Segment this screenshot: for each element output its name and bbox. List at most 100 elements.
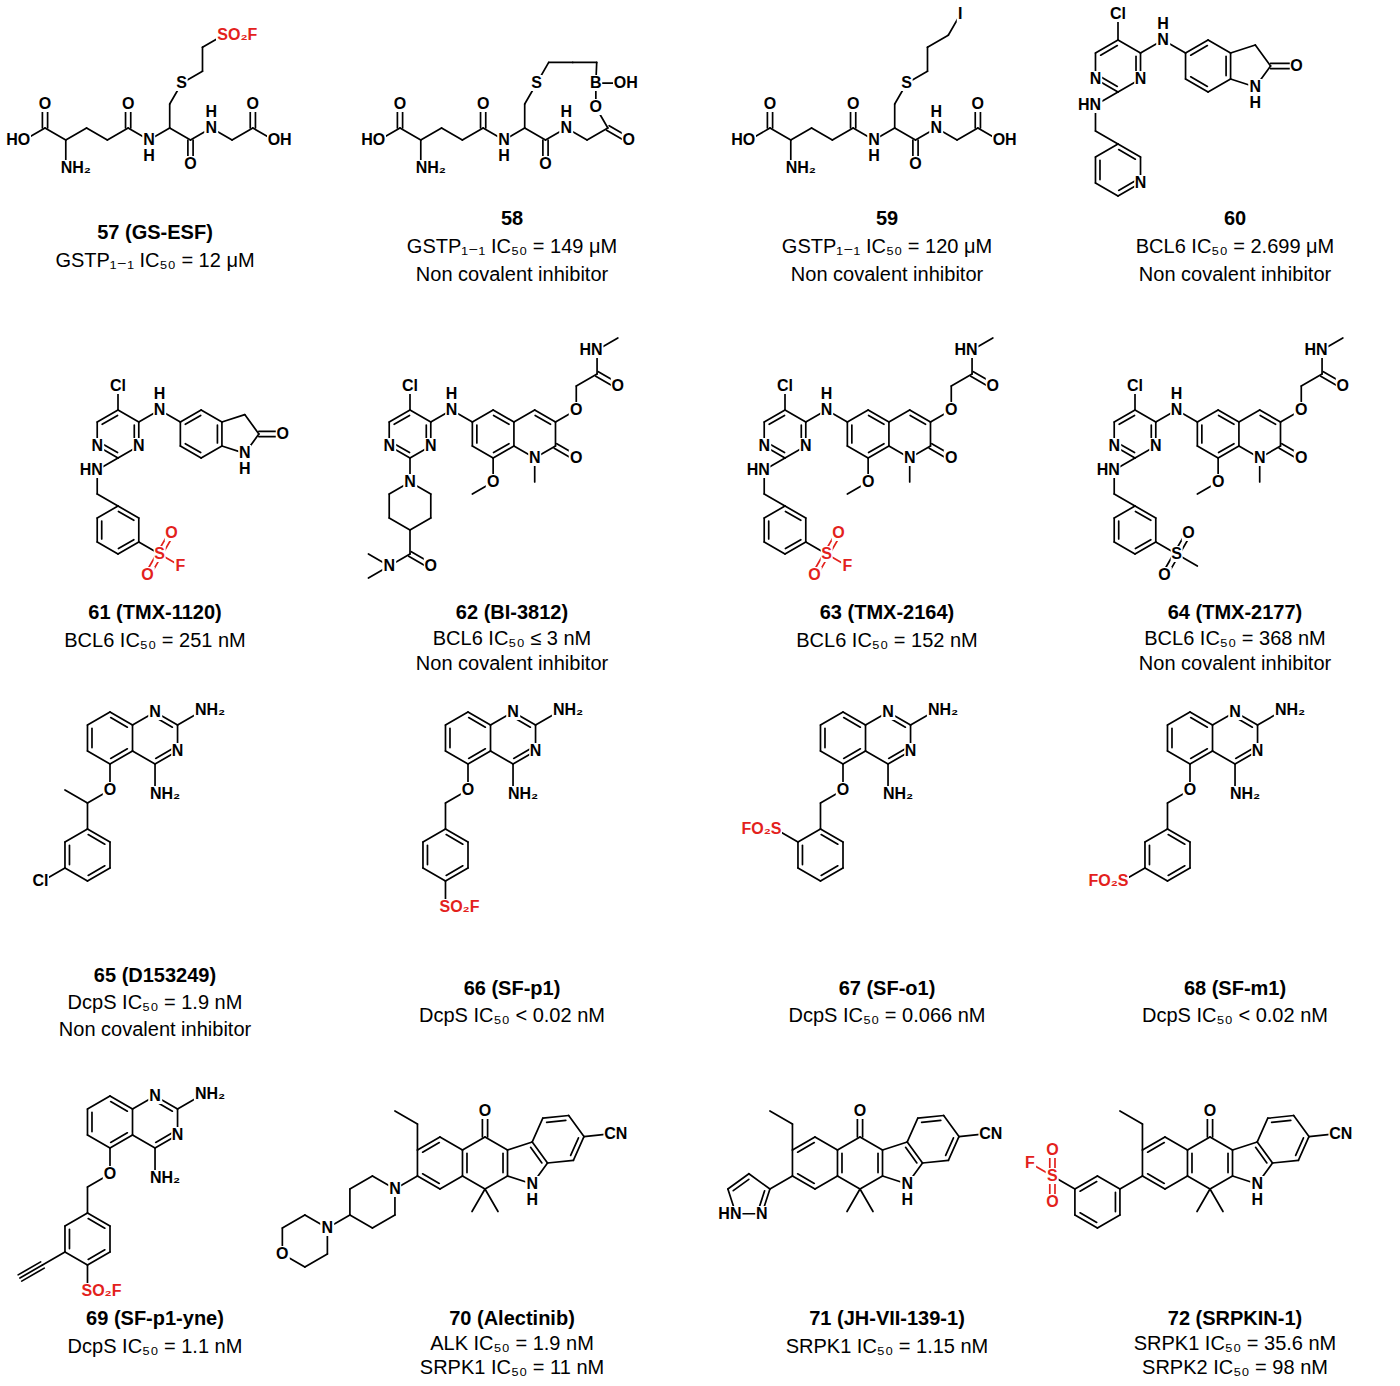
atom-label: H <box>525 1192 539 1208</box>
atom-label: O <box>763 96 777 112</box>
bond-line <box>1213 751 1236 764</box>
atom-label: NH₂ <box>552 702 584 718</box>
atom-label: O <box>1181 525 1195 541</box>
bond-line <box>101 521 103 539</box>
bond-line <box>547 1120 566 1122</box>
bond-line <box>423 868 446 881</box>
atom-label: H <box>497 148 511 164</box>
bond-line <box>837 1137 860 1150</box>
bond-line <box>1097 1176 1120 1189</box>
atom-label: O <box>1157 567 1171 583</box>
bond-line <box>1168 835 1185 845</box>
atom-label: NH₂ <box>927 702 959 718</box>
atom-label: N <box>148 704 162 720</box>
bond-line <box>531 1147 542 1163</box>
atom-label: NH₂ <box>1229 786 1261 802</box>
atom-label: N <box>1149 438 1163 454</box>
bond-line <box>944 1115 959 1136</box>
bond-line <box>733 1179 749 1190</box>
bond-line <box>1148 1174 1165 1184</box>
compound-name: 67 (SF-o1) <box>839 978 936 998</box>
atom-label: OH <box>992 132 1018 148</box>
bond-line <box>1191 749 1208 759</box>
bond-line <box>118 506 139 518</box>
atom-label: NH₂ <box>785 160 817 176</box>
bond-line <box>201 410 222 422</box>
bond-line <box>785 542 806 554</box>
activity-value: Non covalent inhibitor <box>791 264 983 284</box>
atom-label: HN <box>1096 462 1121 478</box>
bond-line <box>118 410 139 422</box>
bond-line <box>87 128 108 140</box>
atom-label: B <box>589 75 603 91</box>
bond-line <box>548 1160 574 1163</box>
atom-label: O <box>164 525 178 541</box>
bond-line <box>1080 1213 1097 1223</box>
bond-line <box>1101 77 1118 87</box>
bond-line <box>927 35 948 47</box>
bond-line <box>42 1252 65 1265</box>
bond-line <box>118 511 133 520</box>
bond-line <box>868 410 889 422</box>
bond-line <box>1167 712 1190 725</box>
atom-label: Cl <box>109 378 127 394</box>
bond-line <box>764 542 785 554</box>
atom-label: N <box>1156 32 1170 48</box>
atom-label: O <box>1045 1194 1059 1210</box>
bond-line <box>576 374 597 386</box>
bond-line <box>882 1150 884 1176</box>
bond-line <box>494 444 509 453</box>
bond-line <box>1114 506 1135 518</box>
bond-line <box>1165 1137 1188 1150</box>
atom-label: O <box>611 378 625 394</box>
bond-line <box>493 446 514 458</box>
atom-label: N <box>903 450 917 466</box>
compound-name: 65 (D153249) <box>94 965 216 985</box>
atom-label: H <box>900 1192 914 1208</box>
atom-label: I <box>957 6 963 22</box>
bond-line <box>1148 1143 1165 1153</box>
bond-line <box>543 1115 569 1118</box>
atom-label: O <box>1203 1103 1217 1119</box>
activity-value: Non covalent inhibitor <box>416 653 608 673</box>
bond-line <box>851 425 853 443</box>
bond-line <box>69 845 71 864</box>
bond-line <box>770 1176 793 1189</box>
bond-line <box>1187 1176 1210 1189</box>
compound-name: 63 (TMX-2164) <box>820 602 955 622</box>
atom-label: H <box>238 461 252 477</box>
bond-line <box>472 410 493 422</box>
bond-line <box>785 506 806 518</box>
bond-line <box>472 422 474 446</box>
bond-line <box>1227 1153 1229 1172</box>
bond-line <box>918 1115 944 1118</box>
atom-label: N <box>497 132 511 148</box>
bond-line <box>96 518 98 542</box>
atom-label: NH₂ <box>194 702 226 718</box>
bond-line <box>860 1176 883 1189</box>
bond-line <box>1268 1115 1294 1118</box>
bond-line <box>1114 542 1135 554</box>
compound-name: 64 (TMX-2177) <box>1168 602 1303 622</box>
atom-label: OH <box>613 75 639 91</box>
atom-label: O <box>1294 450 1308 466</box>
atom-label: HO <box>360 132 386 148</box>
bond-line <box>866 751 889 764</box>
activity-value: Non covalent inhibitor <box>1139 653 1331 673</box>
atom-label: O <box>183 156 197 172</box>
bond-line <box>1095 144 1118 157</box>
bond-line <box>1115 1192 1117 1211</box>
compound-name: 58 <box>501 208 523 228</box>
bond-line <box>922 1120 941 1122</box>
bond-line <box>764 494 785 506</box>
atom-label: N <box>424 438 438 454</box>
atom-label: CN <box>603 1126 628 1142</box>
bond-line <box>865 725 867 751</box>
bond-line <box>472 446 493 458</box>
bond-line <box>569 1115 584 1136</box>
bond-line <box>805 518 807 542</box>
atom-label: O <box>986 378 1000 394</box>
bond-line <box>305 1254 328 1267</box>
atom-label: Cl <box>776 378 794 394</box>
bond-line <box>185 415 200 424</box>
